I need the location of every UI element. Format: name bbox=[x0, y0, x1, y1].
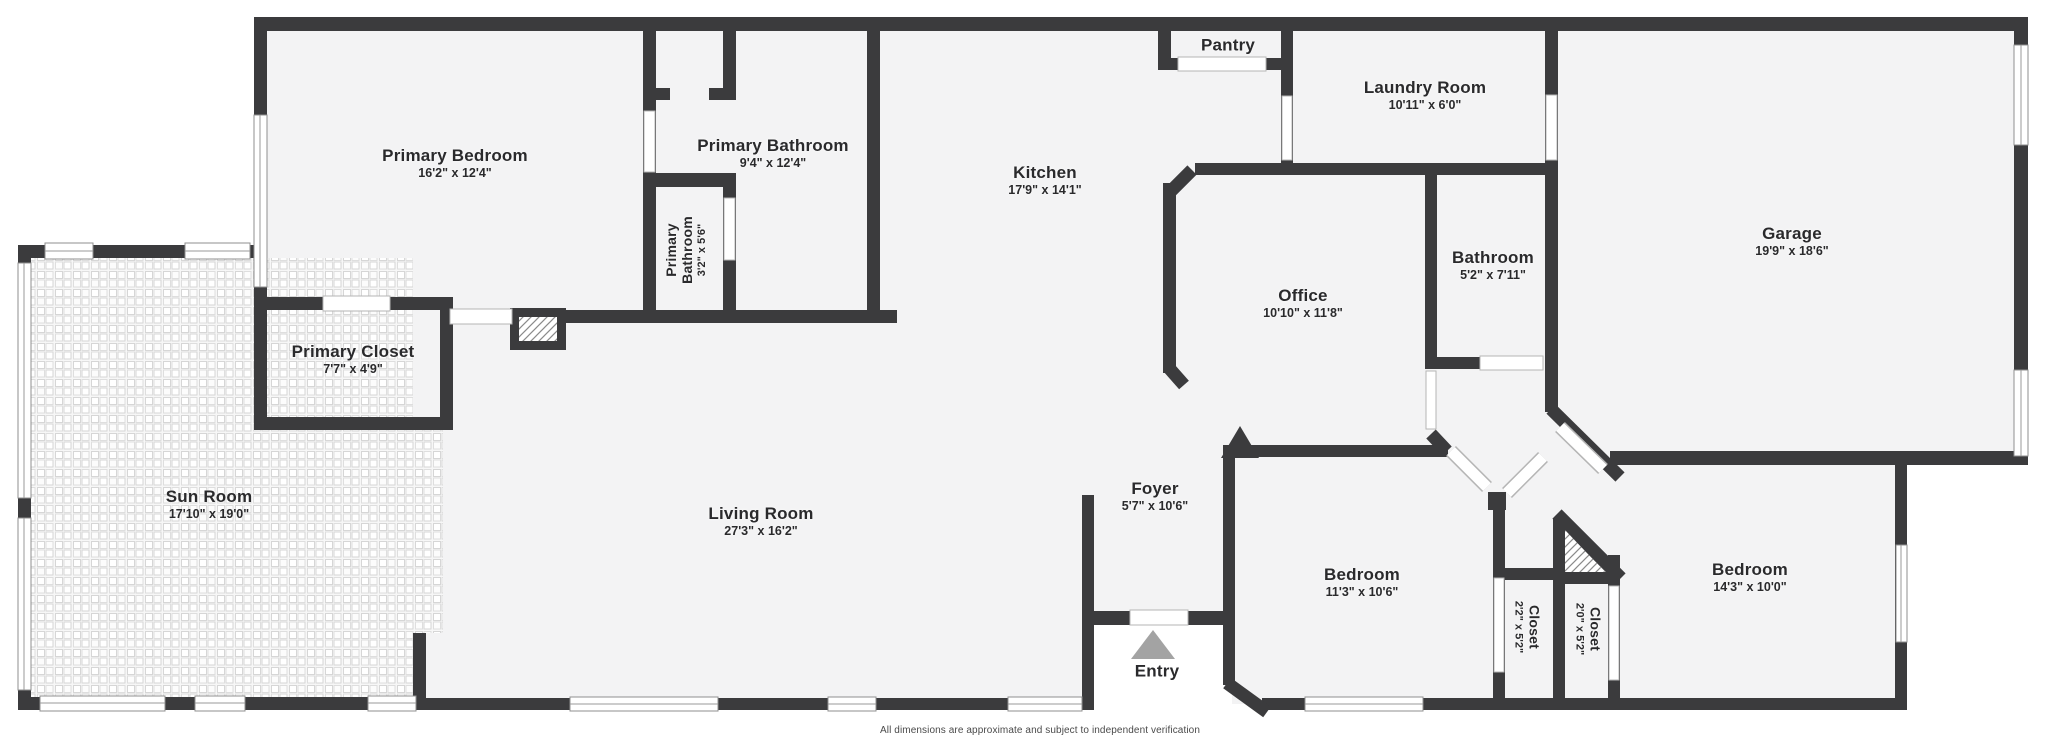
floors bbox=[18, 17, 2028, 710]
diagonal-doors bbox=[1446, 421, 1608, 498]
bedroom-wall-peak bbox=[1221, 426, 1259, 458]
doors bbox=[322, 56, 1620, 681]
footer-disclaimer: All dimensions are approximate and subje… bbox=[880, 725, 1200, 736]
fireplace-hatch bbox=[510, 308, 566, 350]
closet-hatch-triangle bbox=[1565, 530, 1605, 572]
entry-alcove-floor bbox=[1094, 621, 1232, 710]
sun-room-tile bbox=[31, 258, 443, 698]
windows bbox=[17, 44, 2029, 712]
entry-arrow-icon bbox=[1131, 630, 1175, 659]
